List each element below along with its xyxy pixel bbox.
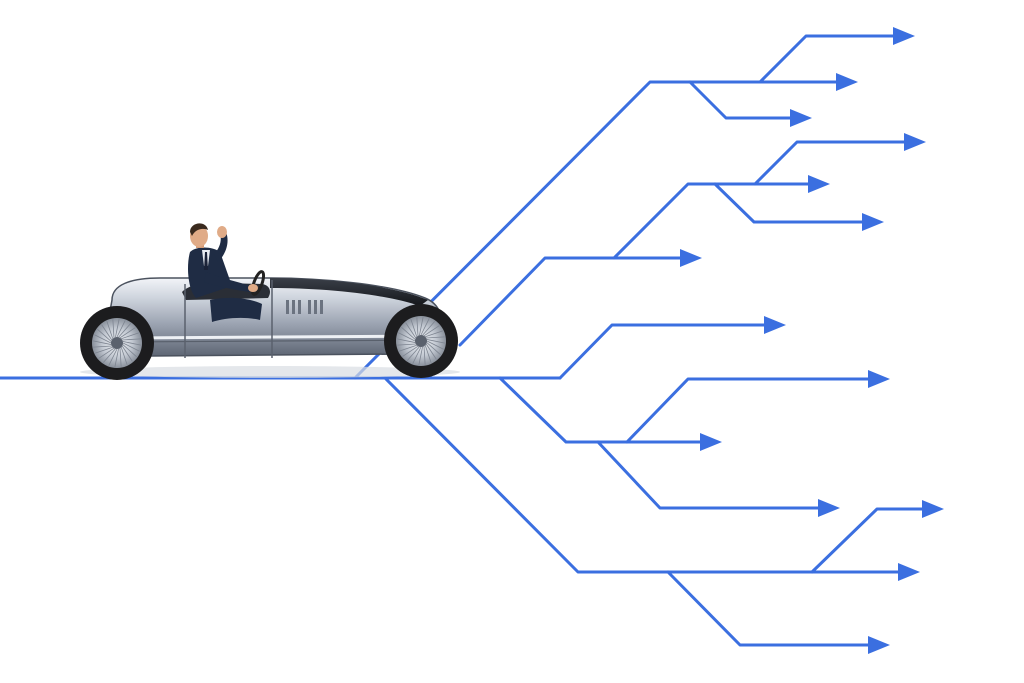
arrowhead-icon: [764, 316, 786, 334]
wheel-spoke: [118, 323, 132, 338]
wheel-spoke: [106, 321, 114, 339]
branch-line: [498, 376, 702, 444]
wheel-spoke: [108, 348, 118, 366]
wheel-spoke: [119, 348, 122, 367]
wheel-spoke: [114, 348, 119, 367]
wheel-spoke: [122, 342, 140, 352]
vintage-race-car-icon: [80, 223, 460, 380]
branching-arrow-paths-icon: [0, 27, 944, 654]
wheel-spoke: [410, 319, 418, 337]
wheel-spoke: [116, 320, 126, 338]
wheel-spoke: [418, 346, 423, 365]
wheel-spoke: [95, 346, 113, 354]
wheel-spoke: [399, 344, 417, 352]
branch-line: [688, 34, 897, 84]
wheel-spoke: [397, 343, 416, 346]
wheel-spoke: [397, 338, 416, 343]
wheel-spoke: [401, 326, 416, 340]
branch-line: [688, 80, 794, 120]
rear-wheel-icon: [80, 306, 154, 380]
arrowhead-icon: [898, 563, 920, 581]
branch-line: [612, 182, 812, 260]
wheel-spoke: [98, 347, 115, 359]
wheel-spoke: [115, 319, 120, 338]
wheel-spoke: [423, 346, 426, 365]
branch-line: [458, 256, 684, 347]
front-wheel-icon: [384, 304, 458, 378]
wheel-spoke: [402, 345, 419, 357]
branch-line: [625, 377, 872, 444]
businessman-driver-icon: [188, 223, 262, 322]
wheel-spoke: [120, 347, 128, 365]
wheel-spoke: [416, 317, 419, 336]
arrowhead-icon: [868, 636, 890, 654]
wheel-spoke: [420, 318, 430, 336]
wheel-spoke: [119, 327, 136, 339]
wheel-spoke: [426, 340, 444, 350]
wheel-spoke: [424, 345, 432, 363]
wheel-spoke: [93, 345, 112, 348]
arrowhead-icon: [922, 500, 944, 518]
branch-line: [753, 140, 907, 186]
arrowhead-icon: [700, 433, 722, 451]
car-nose-trim: [270, 278, 428, 306]
wheel-spoke: [425, 330, 443, 338]
wheel-spoke: [94, 334, 112, 344]
wheel-spoke: [426, 336, 445, 339]
arrowhead-icon: [808, 175, 830, 193]
arrowhead-icon: [868, 370, 890, 388]
wheel-spoke: [121, 332, 139, 340]
wheel-spoke: [101, 324, 113, 341]
branch-line: [810, 507, 926, 574]
wheel-spoke: [398, 332, 416, 342]
wheel-spoke: [422, 321, 436, 336]
branch-line: [383, 376, 902, 574]
arrowhead-icon: [818, 499, 840, 517]
branch-line: [666, 570, 872, 647]
branch-line: [353, 80, 840, 380]
wheel-spoke: [102, 348, 116, 363]
wheel-spoke: [419, 317, 424, 336]
arrowhead-icon: [893, 27, 915, 45]
wheel-spoke: [405, 322, 417, 339]
wheel-spoke: [97, 328, 112, 342]
wheel-spoke: [425, 343, 437, 360]
wheel-spoke: [122, 341, 141, 346]
wheel-spoke: [412, 346, 422, 364]
wheel-spoke: [406, 346, 420, 361]
branch-line: [558, 323, 768, 380]
steering-wheel-icon: [250, 270, 266, 296]
wheel-spoke: [93, 340, 112, 345]
branch-line: [596, 440, 822, 510]
arrowhead-icon: [904, 133, 926, 151]
branch-line: [713, 182, 866, 224]
arrowhead-icon: [790, 109, 812, 127]
wheel-spoke: [112, 319, 115, 338]
wheel-spoke: [122, 344, 137, 358]
arrowhead-icon: [836, 73, 858, 91]
car-vent-louvers: [286, 300, 323, 314]
wheel-spoke: [121, 345, 133, 362]
arrowhead-icon: [680, 249, 702, 267]
wheel-spoke: [426, 339, 445, 344]
wheel-spoke: [423, 325, 440, 337]
car-shadow: [80, 366, 460, 378]
arrowhead-icon: [862, 213, 884, 231]
wheel-spoke: [426, 342, 441, 356]
wheel-spoke: [122, 338, 141, 341]
